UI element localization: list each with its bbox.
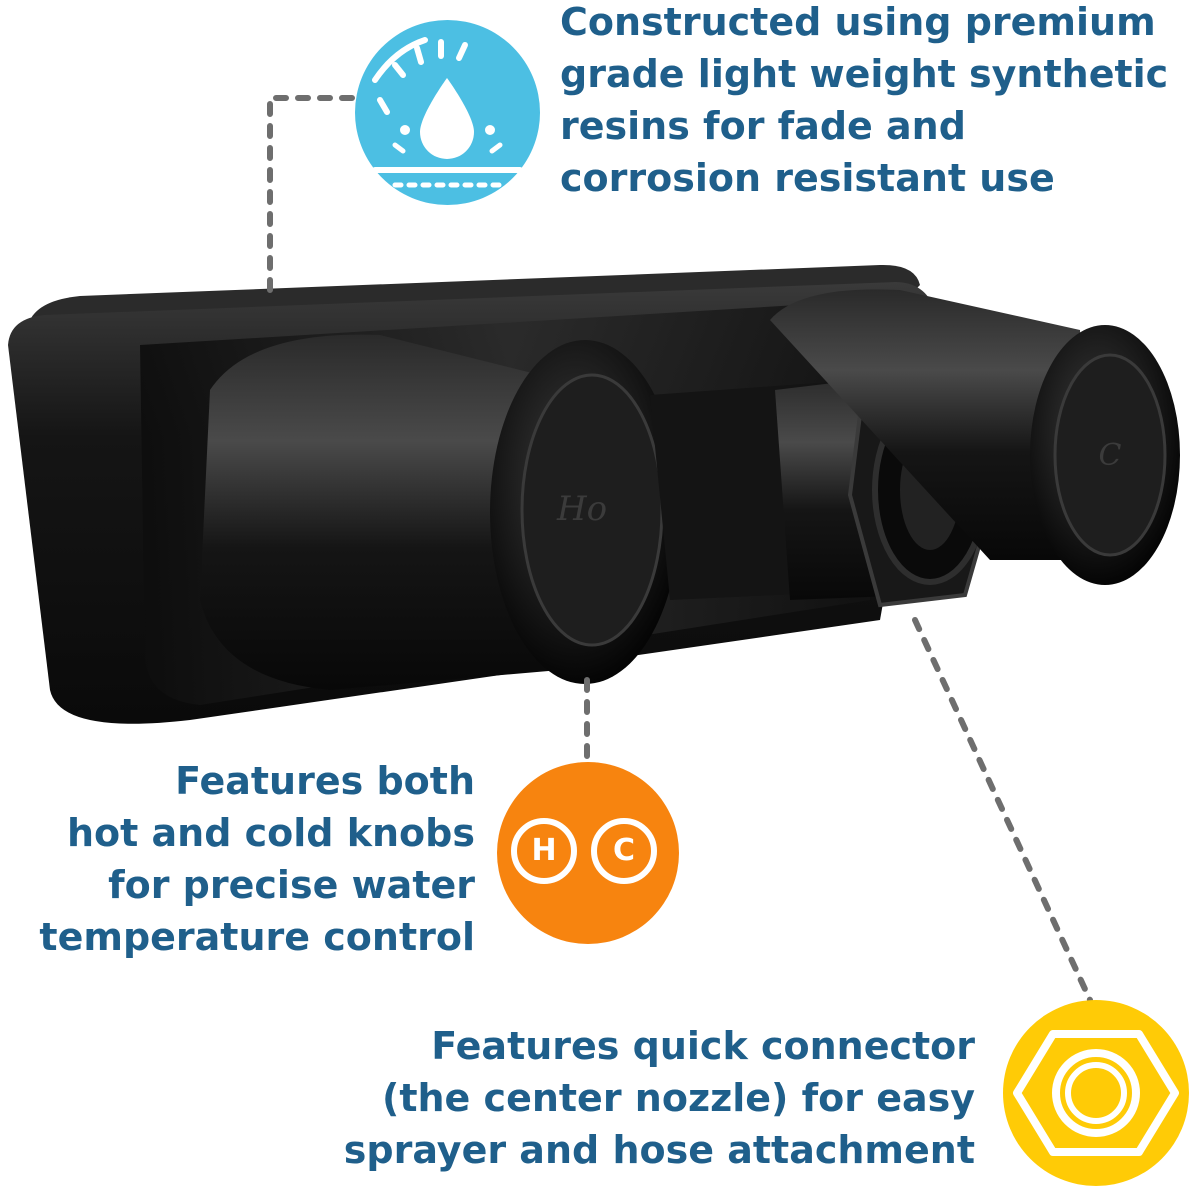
materials-feature-text: Constructed using premium grade light we… (560, 0, 1169, 200)
sun-water-drop-icon (355, 20, 540, 205)
svg-text:Ho: Ho (556, 489, 607, 529)
hex-nut-icon (1003, 1000, 1189, 1186)
cold-letter: C (612, 833, 636, 868)
svg-text:C: C (1099, 438, 1122, 473)
knobs-feature-text: Features both hot and cold knobs for pre… (39, 759, 475, 959)
hot-knob: Ho (200, 334, 680, 690)
cold-knob: C (770, 289, 1180, 585)
hot-cold-icon: H C (497, 762, 679, 944)
connector-feature-text: Features quick connector (the center noz… (343, 1024, 975, 1172)
hot-letter: H (531, 833, 557, 868)
